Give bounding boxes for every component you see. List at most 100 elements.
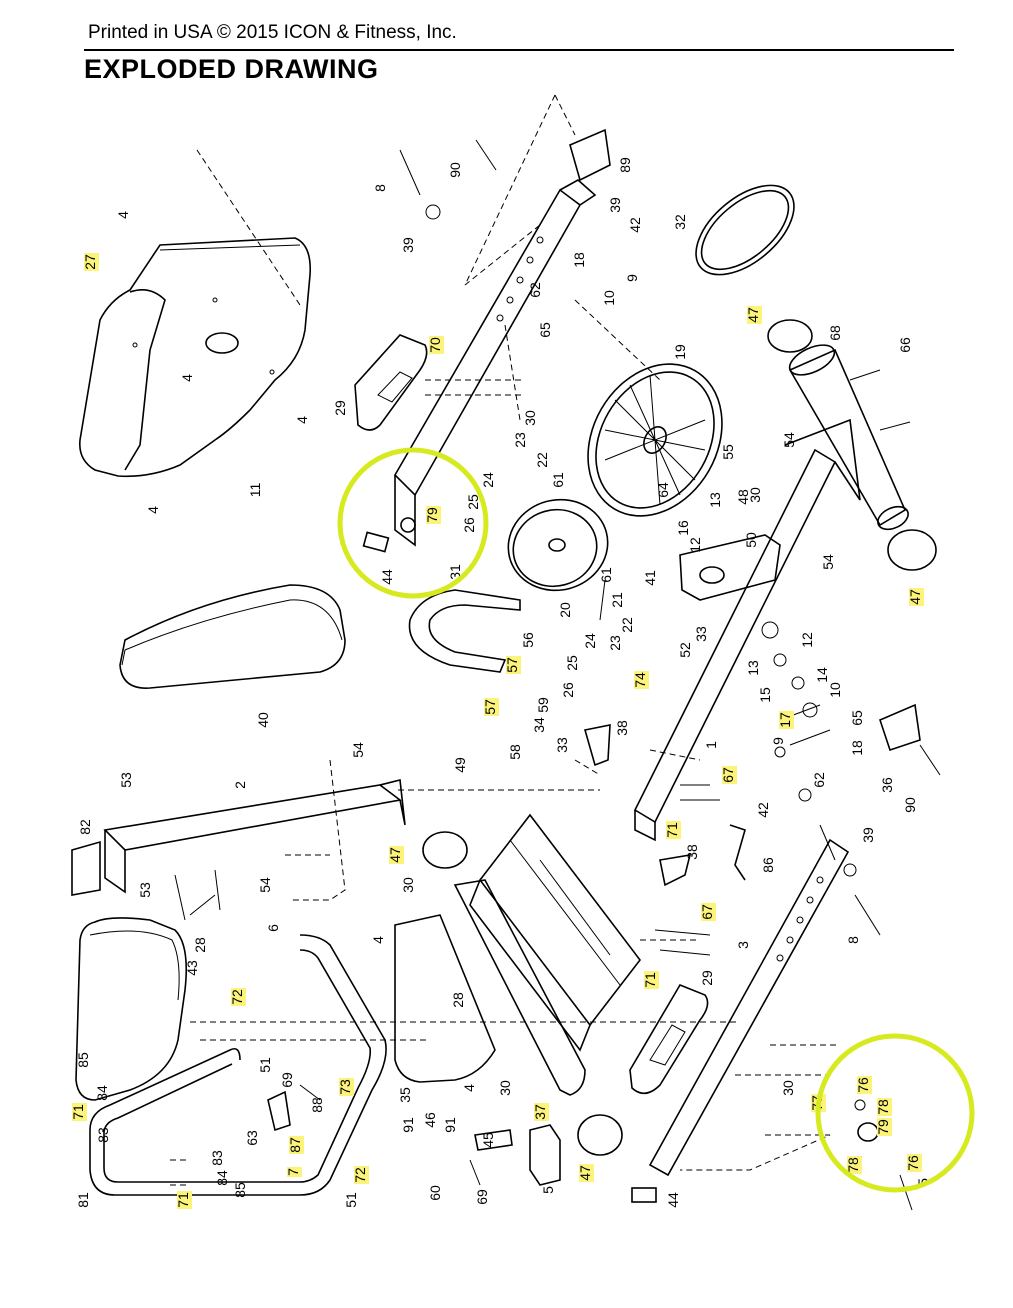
callout-number: 37	[532, 1104, 548, 1120]
callout-highlight	[907, 1154, 922, 1172]
rail-assembly	[453, 813, 642, 1096]
assembly-dashed-lines	[170, 94, 840, 1186]
printed-line: Printed in USA © 2015 ICON & Fitness, In…	[88, 22, 457, 43]
callout-number: 83	[209, 1150, 225, 1166]
callout-number: 23	[607, 635, 623, 651]
callout-41: 41	[642, 570, 658, 586]
callout-33-2: 33	[554, 737, 570, 753]
callout-number: 4	[115, 211, 131, 219]
callout-15: 15	[757, 687, 773, 703]
callout-number: 1	[703, 741, 719, 749]
callout-number: 54	[820, 554, 836, 570]
callout-54-4: 54	[257, 877, 273, 893]
callout-89: 89	[617, 157, 633, 173]
callout-number: 14	[814, 667, 830, 683]
callout-number: 84	[94, 1085, 110, 1101]
callout-highlight	[389, 846, 404, 864]
idler-bracket	[679, 534, 781, 601]
callout-number: 20	[557, 602, 573, 618]
callout-number: 65	[537, 322, 553, 338]
callout-number: 5	[540, 1186, 556, 1194]
callout-number: 30	[522, 410, 538, 426]
highlight-circle-upper	[337, 447, 489, 599]
callout-4-4: 4	[145, 506, 161, 514]
callout-number: 19	[672, 344, 688, 360]
callout-67-1: 67	[720, 766, 737, 784]
callout-53-2: 53	[137, 882, 153, 898]
callout-18-1: 18	[571, 252, 587, 268]
callout-number: 32	[672, 214, 688, 230]
callout-number: 72	[229, 989, 245, 1005]
callout-30-5: 30	[780, 1080, 796, 1096]
main-frame	[633, 418, 861, 842]
callout-number: 84	[214, 1170, 230, 1186]
callout-number: 76	[855, 1077, 871, 1093]
callout-4-2: 4	[179, 374, 195, 382]
callout-number: 8	[372, 184, 388, 192]
callout-number: 63	[244, 1130, 260, 1146]
seat-back	[75, 917, 188, 1101]
callout-number: 87	[287, 1137, 303, 1153]
callout-29-1: 29	[332, 400, 348, 416]
callout-number: 38	[684, 844, 700, 860]
callout-78-2: 78	[845, 1156, 862, 1174]
callout-number: 71	[664, 822, 680, 838]
callout-13-2: 13	[745, 660, 761, 676]
callout-number: 6	[265, 924, 281, 932]
callout-29-2: 29	[699, 970, 715, 986]
callout-24-2: 24	[582, 633, 598, 649]
callout-22-1: 22	[534, 452, 550, 468]
callout-number: 69	[474, 1189, 490, 1205]
callout-54-1: 54	[350, 742, 366, 758]
callout-number: 47	[907, 589, 923, 605]
callout-43: 43	[184, 960, 200, 976]
callout-9-1: 9	[624, 274, 640, 282]
callout-42-2: 42	[755, 802, 771, 818]
callout-60: 60	[427, 1185, 443, 1201]
callout-number: 18	[849, 740, 865, 756]
rear-stabilizer	[788, 344, 909, 531]
callout-6: 6	[265, 924, 281, 932]
callout-number: 9	[624, 274, 640, 282]
callout-number: 47	[387, 847, 403, 863]
callout-13-1: 13	[707, 492, 723, 508]
callout-67-2: 67	[699, 903, 716, 921]
callout-number: 50	[743, 532, 759, 548]
callout-70: 70	[427, 336, 444, 354]
callout-16: 16	[675, 520, 691, 536]
callout-number: 26	[560, 682, 576, 698]
callout-44-1: 44	[379, 569, 395, 585]
callout-19: 19	[672, 344, 688, 360]
callout-number: 70	[427, 337, 443, 353]
callout-90-1: 90	[447, 162, 463, 178]
callout-number: 58	[507, 744, 523, 760]
callout-47-3: 47	[387, 846, 404, 864]
callout-number: 2	[232, 781, 248, 789]
callout-number: 18	[571, 252, 587, 268]
callout-64: 64	[655, 482, 671, 498]
callout-33-1: 33	[693, 626, 709, 642]
callout-63: 63	[244, 1130, 260, 1146]
callout-number: 68	[827, 325, 843, 341]
callout-22-2: 22	[619, 617, 635, 633]
callout-number: 57	[504, 657, 520, 673]
callout-number: 47	[577, 1165, 593, 1181]
callout-12-1: 12	[687, 537, 703, 553]
callout-5-2: 5	[915, 1178, 931, 1186]
callout-number: 45	[480, 1132, 496, 1148]
callout-72-2: 72	[352, 1166, 369, 1184]
callout-highlight	[84, 253, 99, 271]
callout-number: 13	[707, 492, 723, 508]
callout-83-1: 83	[95, 1127, 111, 1143]
callout-number: 69	[279, 1072, 295, 1088]
callout-11: 11	[247, 483, 263, 498]
callout-number: 30	[780, 1080, 796, 1096]
pedal-upper	[354, 334, 428, 431]
callout-number: 71	[175, 1192, 191, 1208]
callout-4-1: 4	[115, 211, 131, 219]
callout-number: 29	[699, 970, 715, 986]
callout-number: 16	[675, 520, 691, 536]
highlight-circle-lower	[815, 1033, 975, 1193]
callout-number: 27	[82, 254, 98, 270]
callout-1: 1	[703, 741, 719, 749]
